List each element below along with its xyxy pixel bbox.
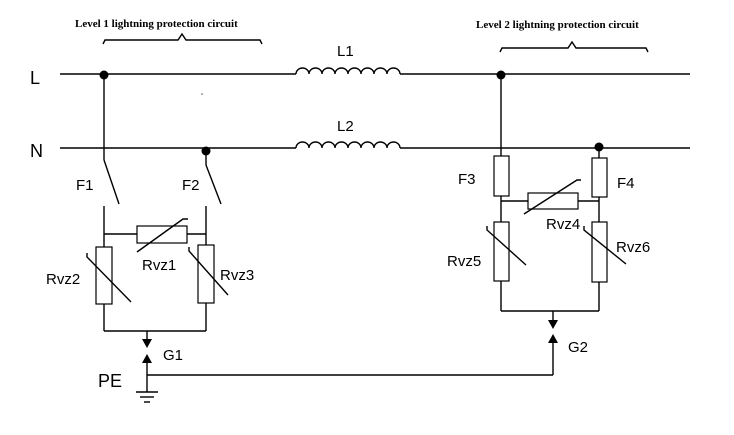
varistor-Rvz5-slash (486, 226, 527, 266)
varistor-Rvz2-label: Rvz2 (46, 271, 80, 288)
line-label-PE: PE (98, 371, 122, 391)
inductor-L2-label: L2 (337, 118, 354, 135)
gap-G1-upper (142, 339, 152, 348)
varistor-Rvz5-label: Rvz5 (447, 253, 481, 270)
fuse-F3 (493, 155, 510, 197)
varistor-Rvz4-label: Rvz4 (546, 216, 580, 233)
gap-G1-lower (142, 354, 152, 363)
fuse-F2-label: F2 (182, 177, 200, 194)
gap-G2-label: G2 (568, 339, 588, 356)
gap-G2-lower (548, 334, 558, 343)
line-label-L: L (30, 68, 40, 88)
switch-F2 (205, 164, 222, 205)
fuse-F1-label: F1 (76, 177, 94, 194)
varistor-Rvz2-slash (86, 253, 132, 303)
gap-G1-label: G1 (163, 347, 183, 364)
switch-F1 (103, 159, 120, 205)
varistor-Rvz4-slash (523, 179, 581, 215)
brace-level2 (499, 40, 649, 53)
inductor-L1-label: L1 (337, 43, 354, 60)
fuse-F3-label: F3 (458, 171, 476, 188)
varistor-Rvz3 (197, 244, 215, 304)
inductor-L1 (295, 67, 401, 75)
varistor-Rvz6 (591, 221, 608, 283)
varistor-Rvz1-label: Rvz1 (142, 257, 176, 274)
stray-dot (201, 93, 203, 95)
gap-G2-upper (548, 320, 558, 329)
varistor-Rvz5 (493, 221, 510, 282)
inductor-L2 (295, 141, 401, 149)
varistor-Rvz3-slash (188, 247, 229, 296)
varistor-Rvz6-label: Rvz6 (616, 239, 650, 256)
varistor-Rvz2 (95, 246, 113, 305)
line-label-N: N (30, 141, 43, 161)
varistor-Rvz3-label: Rvz3 (220, 267, 254, 284)
fuse-F4-label: F4 (617, 175, 635, 192)
brace-level1 (102, 32, 263, 45)
title-level1: Level 1 lightning protection circuit (75, 18, 238, 30)
fuse-F4 (591, 157, 608, 198)
title-level2: Level 2 lightning protection circuit (476, 19, 639, 31)
varistor-Rvz1-slash (136, 218, 188, 253)
varistor-Rvz6-slash (583, 226, 627, 265)
